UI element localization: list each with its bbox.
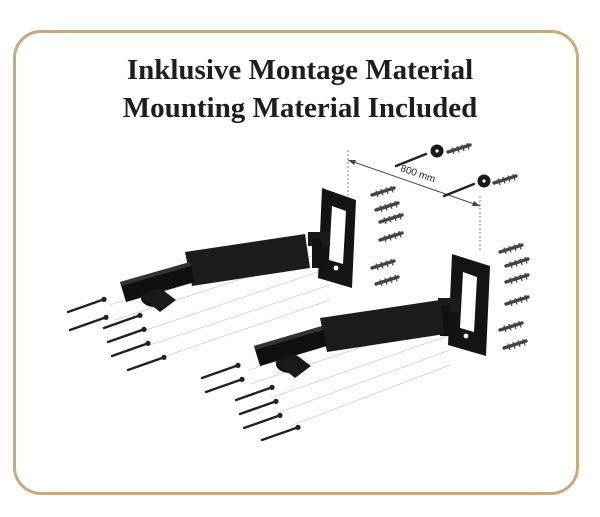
dimension-indicator: 800 mm — [347, 150, 481, 250]
screws-bottom — [200, 361, 302, 442]
wall-plugs-2 — [498, 241, 530, 352]
wall-bracket-2 — [254, 254, 490, 378]
title-german: Inklusive Montage Material — [126, 54, 474, 86]
dimension-label: 800 mm — [399, 163, 437, 185]
wall-plugs-1 — [370, 184, 404, 288]
top-screws — [394, 141, 518, 198]
title-english: Mounting Material Included — [122, 92, 478, 124]
wall-bracket-1 — [120, 188, 356, 312]
